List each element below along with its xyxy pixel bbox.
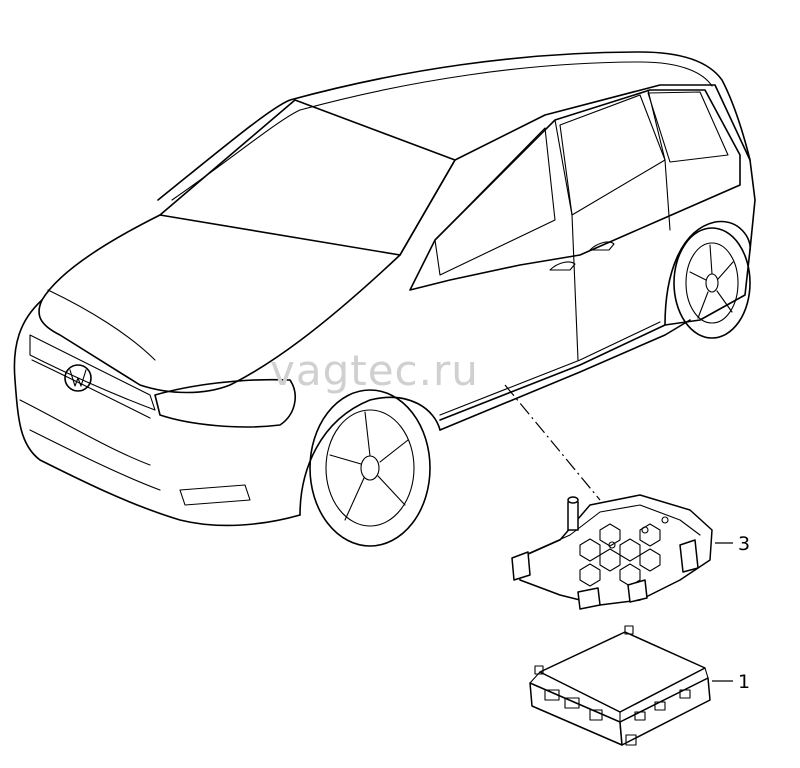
part-1-control-module [529,625,711,746]
front-wheel-arch [299,396,441,516]
roof-outline [157,51,751,201]
callout-1-label: 1 [738,671,750,693]
fog-light [179,484,251,506]
headlight [154,378,296,428]
callout-3-label: 3 [738,533,750,555]
windshield [159,99,456,256]
grille [29,334,156,411]
rear-wheel [673,227,751,339]
door-handle-front [549,261,576,271]
part-3-bracket [511,494,713,610]
door-handle-rear [589,241,615,251]
watermark-text: vagtec.ru [270,346,479,395]
front-bumper [13,299,301,527]
vw-logo-icon [64,364,92,392]
rear-wheel-arch [664,220,751,326]
leader-line-dashdot [504,384,601,501]
hood [38,214,401,394]
vehicle-illustration [13,51,756,547]
front-wheel [309,389,431,547]
